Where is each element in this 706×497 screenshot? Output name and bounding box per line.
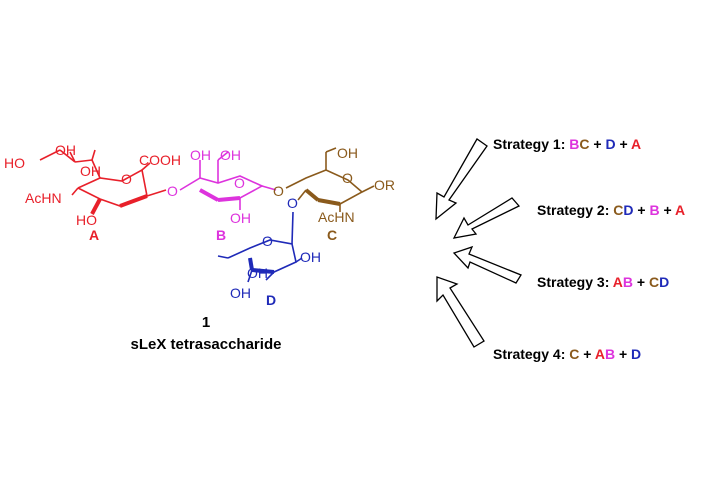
retrosynthesis-arrows xyxy=(435,138,522,348)
strategy-prefix: Strategy 3: xyxy=(537,274,613,290)
building-block-label: B xyxy=(623,274,633,290)
building-block-label: D xyxy=(605,136,615,152)
building-block-label: D xyxy=(659,274,669,290)
sialic-acid-labels: HO OH OH AcHN HO COOH O A xyxy=(4,142,181,243)
building-block-label: B xyxy=(605,346,615,362)
strategy-prefix: Strategy 1: xyxy=(493,136,569,152)
glcnac-unit-c xyxy=(285,147,375,212)
unit-label-a: A xyxy=(89,227,99,243)
building-block-label: A xyxy=(613,274,623,290)
group-oh: OH xyxy=(55,142,76,158)
galactose-unit-b xyxy=(179,151,277,210)
group-oh: OH xyxy=(230,210,251,226)
plus-sign: + xyxy=(590,136,606,152)
plus-sign: + xyxy=(660,202,675,218)
building-block-label: B xyxy=(569,136,579,152)
building-block-label: D xyxy=(631,346,641,362)
building-block-label: A xyxy=(595,346,605,362)
group-oh: OH xyxy=(80,163,101,179)
group-oh: OH xyxy=(190,147,211,163)
group-oh: OH xyxy=(230,285,251,301)
group-oh: OH xyxy=(300,249,321,265)
ring-oxygen: O xyxy=(121,171,132,187)
building-block-label: B xyxy=(649,202,659,218)
ring-oxygen: O xyxy=(342,170,353,186)
glcnac-labels: OH AcHN OR O C xyxy=(318,145,395,243)
linkage-oxygen: O xyxy=(287,195,298,211)
galactose-labels: OH OH OH O B xyxy=(190,147,251,243)
building-block-label: A xyxy=(631,136,641,152)
retro-arrow-2 xyxy=(452,197,521,239)
unit-label-b: B xyxy=(216,227,226,243)
building-block-label: D xyxy=(623,202,633,218)
plus-sign: + xyxy=(634,202,650,218)
strategy-4: Strategy 4: C + AB + D xyxy=(493,346,641,362)
building-block-label: A xyxy=(675,202,685,218)
group-or: OR xyxy=(374,177,395,193)
unit-label-c: C xyxy=(327,227,337,243)
group-ho: HO xyxy=(4,155,25,171)
linkage-oxygen: O xyxy=(273,183,284,199)
strategy-prefix: Strategy 4: xyxy=(493,346,569,362)
fucose-labels: OH OH OH O D xyxy=(230,233,321,308)
building-block-label: C xyxy=(579,136,589,152)
sialic-acid-unit-a xyxy=(39,149,167,215)
plus-sign: + xyxy=(616,136,631,152)
group-cooh: COOH xyxy=(139,152,181,168)
retro-arrow-3 xyxy=(452,245,522,284)
group-oh: OH xyxy=(337,145,358,161)
linkage-oxygen: O xyxy=(167,183,178,199)
group-ho: HO xyxy=(76,212,97,228)
unit-label-d: D xyxy=(266,292,276,308)
strategy-3: Strategy 3: AB + CD xyxy=(537,274,669,290)
compound-number: 1 xyxy=(202,314,210,331)
group-achn: AcHN xyxy=(25,190,62,206)
retro-arrow-4 xyxy=(436,276,485,348)
group-oh: OH xyxy=(247,265,268,281)
strategy-2: Strategy 2: CD + B + A xyxy=(537,202,685,218)
building-block-label: C xyxy=(649,274,659,290)
group-oh: OH xyxy=(220,147,241,163)
building-block-label: C xyxy=(613,202,623,218)
compound-name: sLeX tetrasaccharide xyxy=(131,336,282,353)
ring-oxygen: O xyxy=(262,233,273,249)
strategy-prefix: Strategy 2: xyxy=(537,202,613,218)
plus-sign: + xyxy=(579,346,594,362)
strategy-1: Strategy 1: BC + D + A xyxy=(493,136,641,152)
group-achn: AcHN xyxy=(318,209,355,225)
fucose-unit-d xyxy=(217,211,303,283)
retro-arrow-1 xyxy=(435,138,488,221)
ring-oxygen: O xyxy=(234,175,245,191)
plus-sign: + xyxy=(615,346,631,362)
building-block-label: C xyxy=(569,346,579,362)
plus-sign: + xyxy=(633,274,649,290)
